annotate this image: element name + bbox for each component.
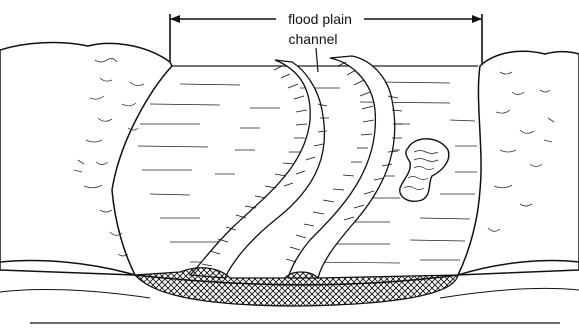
left-bank — [0, 43, 172, 275]
channel-levees — [190, 56, 403, 278]
channel-label: channel — [288, 31, 337, 47]
oxbow-lake — [400, 139, 449, 201]
channel-leader-line — [316, 48, 318, 72]
right-bank — [458, 51, 579, 275]
flood-plain-label: flood plain — [288, 11, 352, 27]
alluvium-deposit — [135, 268, 458, 306]
